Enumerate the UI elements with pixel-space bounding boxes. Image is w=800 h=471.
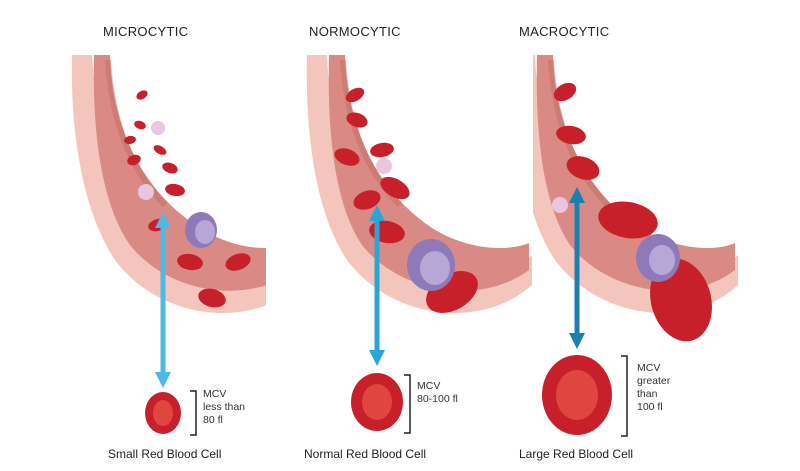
panel-normocytic: NORMOCYTIC MCV 80-100 fl Normal Red Bloo…	[267, 0, 533, 471]
vessel-illustration-normocytic	[306, 55, 532, 434]
mcv-label: MCV 80-100 fl	[417, 380, 458, 405]
sample-rbc-normal	[351, 373, 403, 431]
mcv-label: MCV less than 80 fl	[203, 388, 246, 426]
platelets	[376, 158, 392, 174]
bracket	[190, 390, 197, 436]
vessel-wall	[71, 55, 266, 313]
white-blood-cell	[636, 234, 680, 282]
platelets	[138, 121, 165, 200]
panel-microcytic: MICROCYTIC MCV less than 80 fl Small Red…	[0, 0, 266, 471]
bracket	[621, 355, 628, 437]
vessel-illustration-macrocytic	[533, 55, 738, 437]
size-arrow-macrocytic	[569, 187, 585, 349]
vessel-wall	[306, 55, 532, 313]
platelets	[552, 197, 568, 213]
panel-title: MACROCYTIC	[519, 24, 610, 39]
panel-title: NORMOCYTIC	[309, 24, 401, 39]
panel-title: MICROCYTIC	[103, 24, 189, 39]
panel-caption: Small Red Blood Cell	[108, 447, 222, 461]
bracket	[404, 374, 411, 434]
white-blood-cell	[185, 212, 217, 248]
mcv-label: MCV greater than 100 fl	[637, 362, 671, 413]
panel-macrocytic: MACROCYTIC MCV greater than 100 fl Large…	[519, 0, 799, 471]
sample-rbc-large	[542, 355, 612, 435]
white-blood-cell	[407, 239, 455, 291]
size-arrow-microcytic	[155, 212, 171, 388]
panel-caption: Large Red Blood Cell	[519, 447, 634, 461]
vessel-illustration-microcytic	[71, 55, 266, 436]
vessel-lumen	[93, 55, 266, 291]
size-arrow-normocytic	[369, 205, 385, 366]
sample-rbc-small	[145, 392, 181, 434]
panel-caption: Normal Red Blood Cell	[304, 447, 427, 461]
vessel-lumen	[536, 55, 735, 291]
